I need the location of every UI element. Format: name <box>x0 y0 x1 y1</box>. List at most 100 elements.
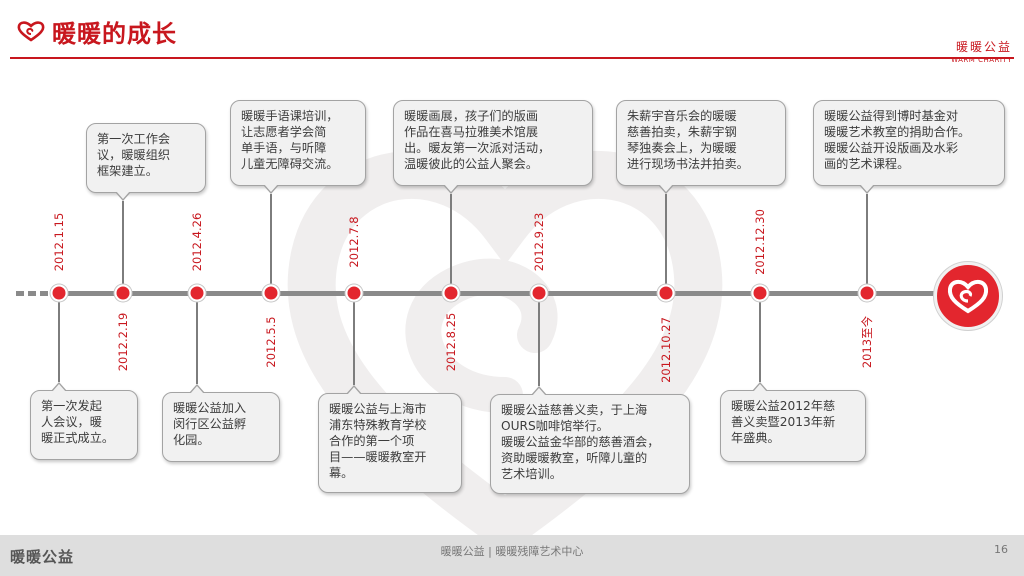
footer-logo: 暖暖公益 <box>10 548 75 566</box>
callout-text: 善义卖暨2013年新 <box>731 415 836 429</box>
callout-text: 框架建立。 <box>97 164 158 178</box>
callout-text: 年盛典。 <box>731 431 780 445</box>
page-title: 暖暖的成长 <box>52 19 177 48</box>
callout-text: 第一次发起 <box>41 399 102 413</box>
callout-text: 单手语，与听障 <box>241 141 327 155</box>
timeline-date: 2012.5.5 <box>264 316 278 368</box>
heart-logo-icon <box>947 280 989 314</box>
callout-pointer <box>115 191 131 201</box>
footer-text: 暖暖公益 | 暖暖残障艺术中心 <box>440 545 584 558</box>
callout-text: 暖暖公益开设版画及水彩 <box>824 141 959 155</box>
timeline-dot <box>114 284 132 302</box>
timeline-dot <box>751 284 769 302</box>
callout-text: 第一次工作会 <box>97 132 171 146</box>
brand-logo: 暖暖公益 WARM CHARITY <box>951 38 1012 64</box>
timeline-dot <box>442 284 460 302</box>
timeline-callout: 第一次发起人会议，暖暖正式成立。 <box>30 390 138 460</box>
callout-text: 慈善拍卖，朱薪宇钢 <box>627 125 737 139</box>
timeline-date: 2012.9.23 <box>532 212 546 272</box>
timeline-callout: 暖暖公益得到博时基金对暖暖艺术教室的捐助合作。暖暖公益开设版画及水彩画的艺术课程… <box>813 100 1005 186</box>
timeline-connector <box>450 194 452 293</box>
timeline-callout: 暖暖公益2012年慈善义卖暨2013年新年盛典。 <box>720 390 866 462</box>
timeline-connector <box>353 293 355 385</box>
callout-pointer <box>443 184 459 194</box>
callout-text: 出。暖友第一次派对活动， <box>404 141 551 155</box>
callout-pointer <box>189 384 205 394</box>
timeline-dot <box>657 284 675 302</box>
callout-text: 艺术培训。 <box>501 467 562 481</box>
callout-pointer <box>346 385 362 395</box>
callout-pointer <box>859 184 875 194</box>
timeline-connector <box>196 293 198 384</box>
callout-text: 资助暖暖教室，听障儿童的 <box>501 451 648 465</box>
callout-text: 合作的第一个项 <box>329 434 415 448</box>
timeline-dot <box>345 284 363 302</box>
callout-text: 人会议，暖 <box>41 415 102 429</box>
callout-pointer <box>51 382 67 392</box>
callout-text: 画的艺术课程。 <box>824 157 910 171</box>
timeline-dot <box>262 284 280 302</box>
callout-text: 议，暖暖组织 <box>97 148 171 162</box>
callout-text: 暖正式成立。 <box>41 431 115 445</box>
callout-text: 琴独奏会上，为暖暖 <box>627 141 737 155</box>
timeline-connector <box>759 293 761 382</box>
footer <box>0 535 1024 576</box>
timeline-end-logo <box>934 262 1002 330</box>
timeline-callout: 朱薪宇音乐会的暖暖慈善拍卖，朱薪宇钢琴独奏会上，为暖暖进行现场书法并拍卖。 <box>616 100 786 186</box>
callout-text: 温暖彼此的公益人聚会。 <box>404 157 539 171</box>
timeline-date: 2012.4.26 <box>190 212 204 272</box>
timeline-dash <box>40 291 48 296</box>
callout-pointer <box>752 382 768 392</box>
timeline-date: 2012.2.19 <box>116 312 130 372</box>
timeline-date: 2012.8.25 <box>444 312 458 372</box>
timeline-connector <box>122 201 124 293</box>
timeline-axis <box>58 291 938 296</box>
callout-text: 暖暖手语课培训， <box>241 109 339 123</box>
header: 暖暖的成长 <box>16 14 177 48</box>
timeline-callout: 暖暖手语课培训， 让志愿者学会简单手语，与听障儿童无障碍交流。 <box>230 100 366 186</box>
callout-text: OURS咖啡馆举行。 <box>501 419 609 433</box>
timeline-connector <box>58 293 60 382</box>
heart-logo-icon <box>17 21 45 42</box>
callout-text: 暖暖公益慈善义卖，于上海 <box>501 403 648 417</box>
timeline-date: 2012.10.27 <box>659 317 673 383</box>
callout-text: 进行现场书法并拍卖。 <box>627 157 749 171</box>
timeline-date: 2012.1.15 <box>52 212 66 272</box>
timeline-callout: 暖暖公益加入闵行区公益孵化园。 <box>162 392 280 462</box>
callout-text: 暖暖公益2012年慈 <box>731 399 836 413</box>
callout-text: 化园。 <box>173 433 210 447</box>
callout-text: 暖暖公益得到博时基金对 <box>824 109 959 123</box>
callout-text: 作品在喜马拉雅美术馆展 <box>404 125 539 139</box>
callout-text: 暖暖公益与上海市 <box>329 402 427 416</box>
callout-text: 儿童无障碍交流。 <box>241 157 339 171</box>
callout-pointer <box>263 184 279 194</box>
timeline-dot <box>858 284 876 302</box>
timeline-dot <box>50 284 68 302</box>
callout-pointer <box>658 184 674 194</box>
timeline-date: 2012.12.30 <box>753 209 767 275</box>
timeline-callout: 第一次工作会议，暖暖组织框架建立。 <box>86 123 206 193</box>
callout-text: 朱薪宇音乐会的暖暖 <box>627 109 737 123</box>
brand-logo-cn: 暖暖公益 <box>955 40 1012 54</box>
callout-text: 让志愿者学会简 <box>241 125 327 139</box>
timeline-dot <box>188 284 206 302</box>
timeline-dot <box>530 284 548 302</box>
callout-text: 闵行区公益孵 <box>173 417 247 431</box>
header-rule <box>10 57 1014 59</box>
callout-text: 目——暖暖教室开 <box>329 450 427 464</box>
timeline-connector <box>270 194 272 293</box>
callout-text: 暖暖艺术教室的捐助合作。 <box>824 125 971 139</box>
timeline-connector <box>538 293 540 386</box>
callout-text: 暖暖画展，孩子们的版画 <box>404 109 539 123</box>
timeline-dash <box>16 291 24 296</box>
callout-pointer <box>531 386 547 396</box>
page-number: 16 <box>994 543 1008 556</box>
timeline-date: 2012.7.8 <box>347 216 361 268</box>
callout-text: 暖暖公益加入 <box>173 401 247 415</box>
timeline-date: 2013至今 <box>860 315 874 369</box>
timeline-connector <box>866 194 868 293</box>
callout-text: 幕。 <box>329 466 354 480</box>
timeline-callout: 暖暖公益与上海市浦东特殊教育学校合作的第一个项目——暖暖教室开幕。 <box>318 393 462 493</box>
